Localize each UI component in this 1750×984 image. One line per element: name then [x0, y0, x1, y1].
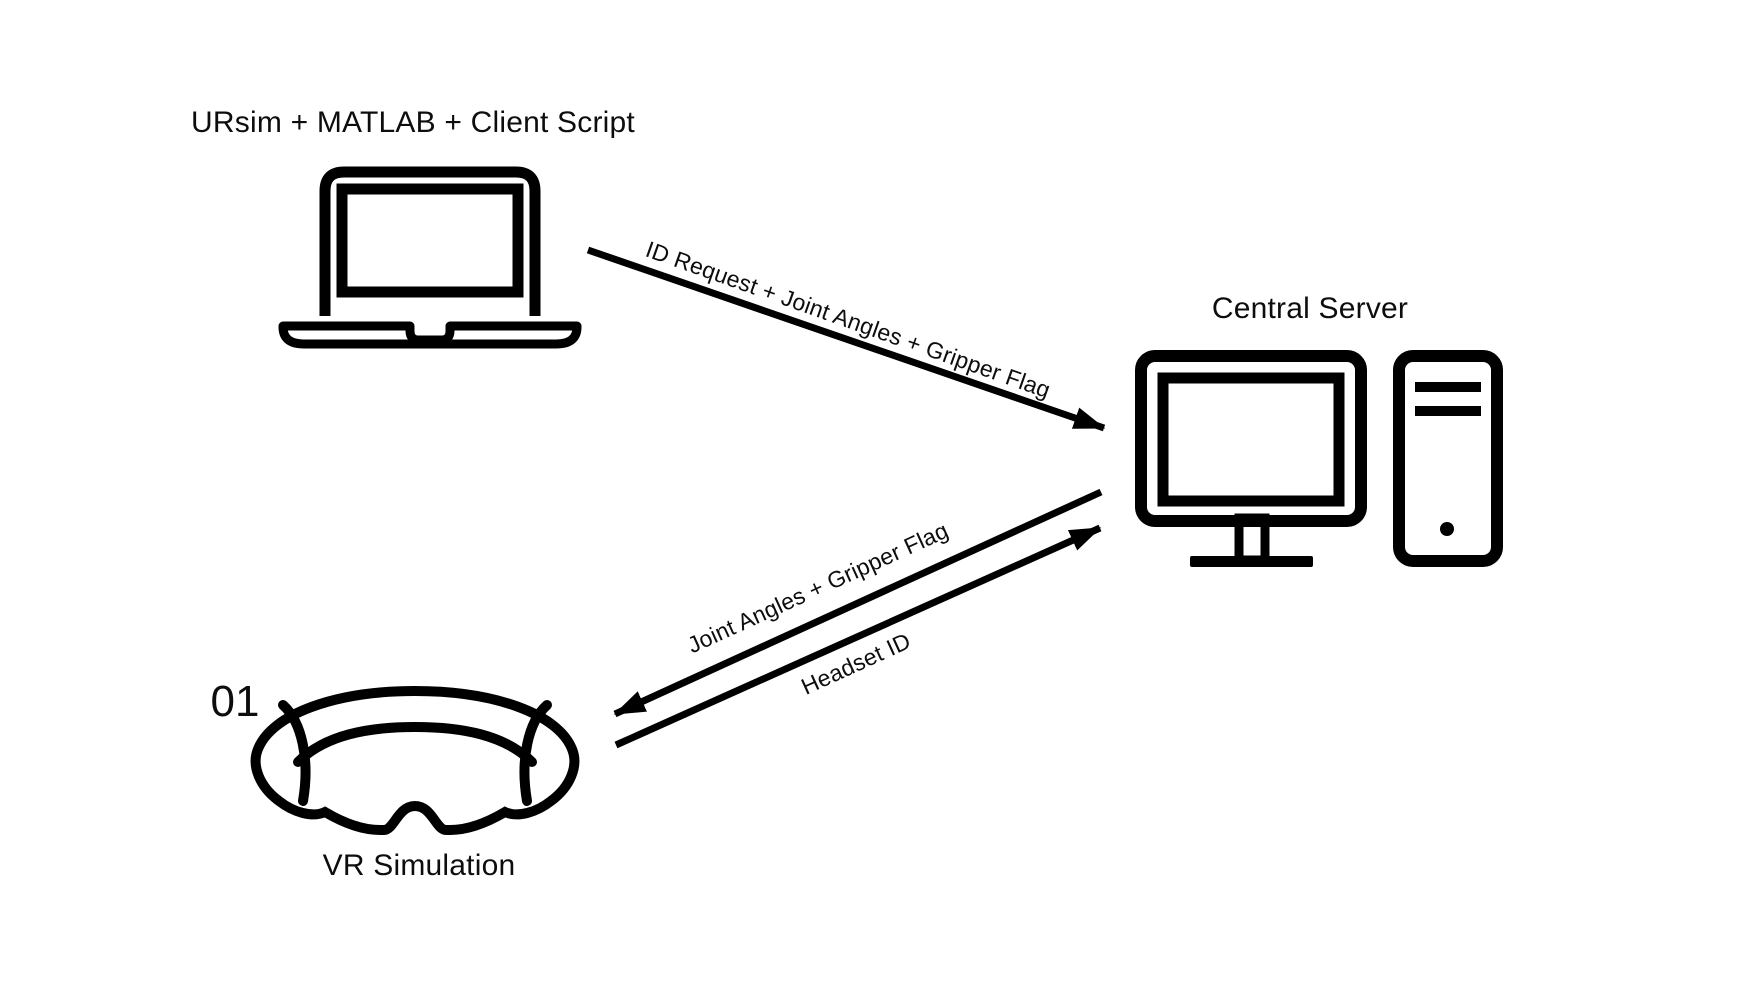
arrow-client-to-server — [586, 246, 1106, 432]
arrow-headset-to-server — [614, 524, 1102, 749]
arrow-server-to-headset — [613, 488, 1103, 718]
desktop-computer-icon — [1135, 350, 1503, 567]
client-node-label: URsim + MATLAB + Client Script — [191, 106, 635, 139]
headset-node-label: VR Simulation — [322, 849, 516, 882]
server-node-label: Central Server — [1211, 292, 1409, 325]
vr-headset-icon — [250, 685, 580, 835]
headset-id-badge: 01 — [210, 677, 260, 726]
laptop-icon — [278, 166, 582, 349]
